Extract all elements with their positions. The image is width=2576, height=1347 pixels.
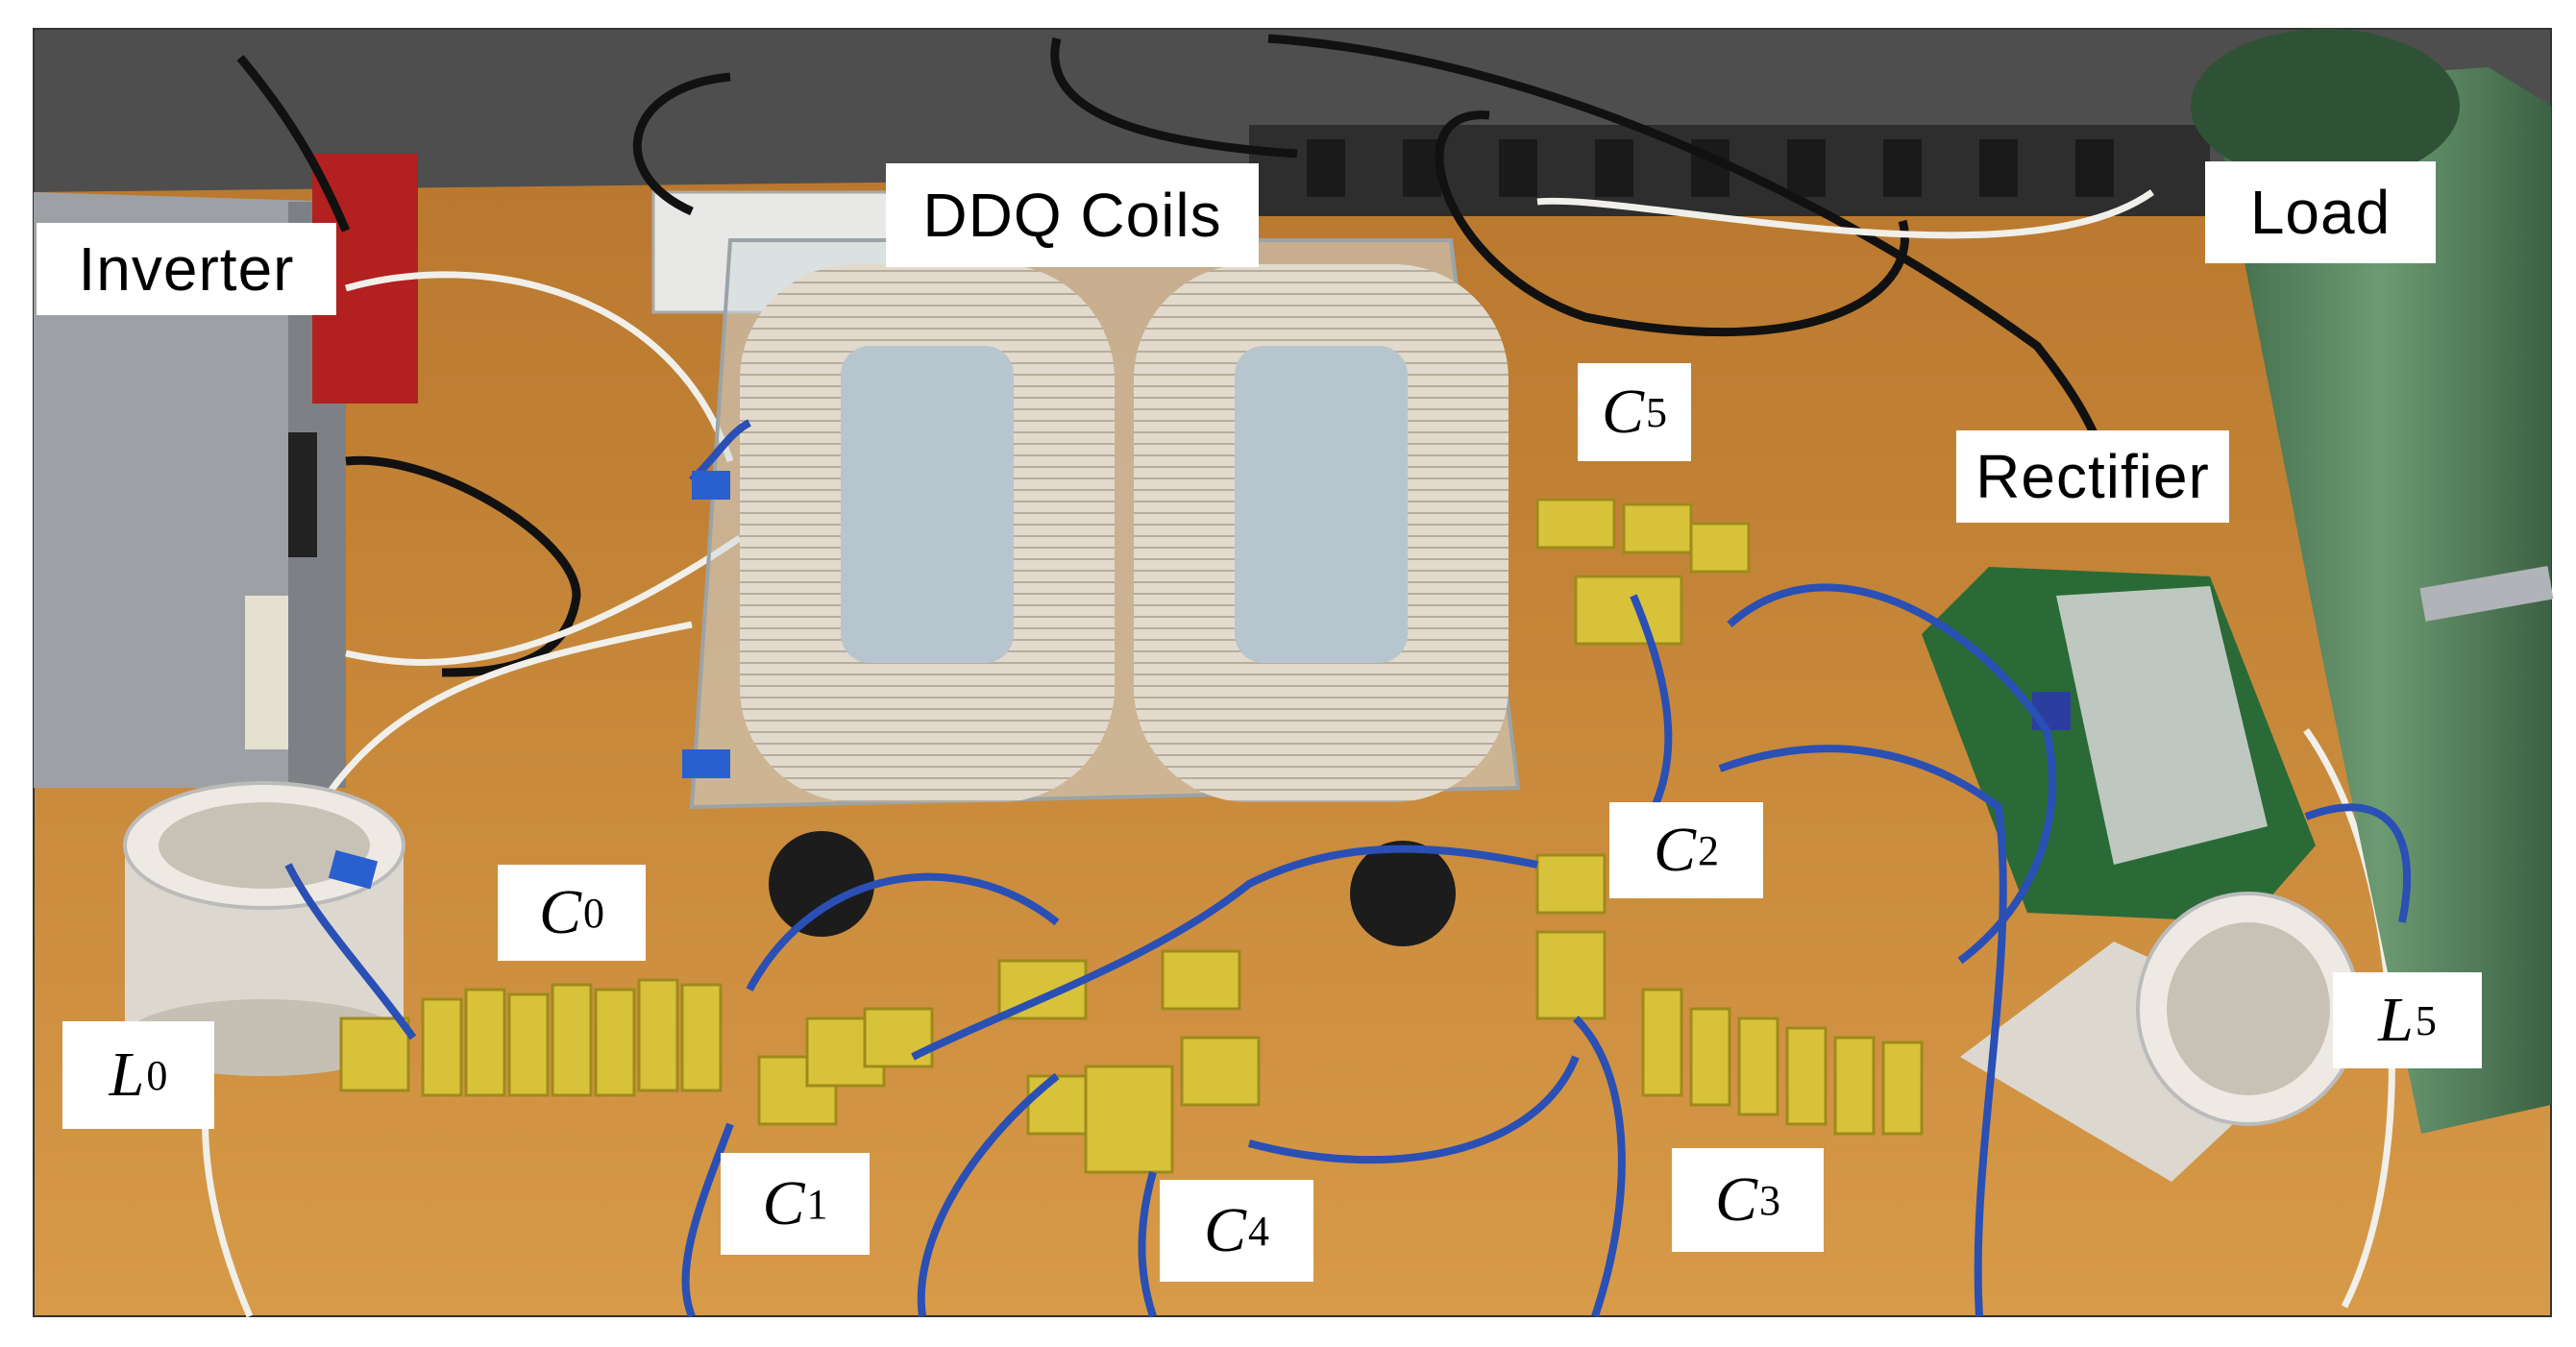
label-c3-sub: 3: [1759, 1176, 1781, 1224]
label-c1-sub: 1: [806, 1180, 828, 1228]
label-ddq-coils: DDQ Coils: [886, 163, 1259, 267]
label-l5-letter: L: [2378, 985, 2414, 1055]
label-c4-letter: C: [1203, 1195, 1247, 1265]
inductor-l5: [1960, 892, 2361, 1182]
label-c3-letter: C: [1714, 1164, 1758, 1235]
ddq-coils: [689, 238, 1521, 946]
label-c4-sub: 4: [1248, 1207, 1270, 1255]
label-c2-sub: 2: [1698, 826, 1720, 874]
label-c2-letter: C: [1653, 815, 1697, 885]
label-l5-sub: 5: [2415, 996, 2437, 1044]
label-c0-letter: C: [538, 877, 582, 947]
label-c0-sub: 0: [583, 889, 605, 937]
label-inverter: Inverter: [37, 223, 336, 315]
label-c5-sub: 5: [1646, 388, 1668, 436]
label-rectifier: Rectifier: [1956, 430, 2229, 523]
label-l0-sub: 0: [146, 1051, 168, 1099]
label-c1-letter: C: [762, 1168, 805, 1238]
label-load: Load: [2205, 161, 2436, 263]
load-resistor: [2191, 29, 2554, 1134]
label-c5-letter: C: [1601, 377, 1645, 447]
label-l0-letter: L: [109, 1040, 145, 1110]
rectifier-device: [1922, 567, 2316, 922]
